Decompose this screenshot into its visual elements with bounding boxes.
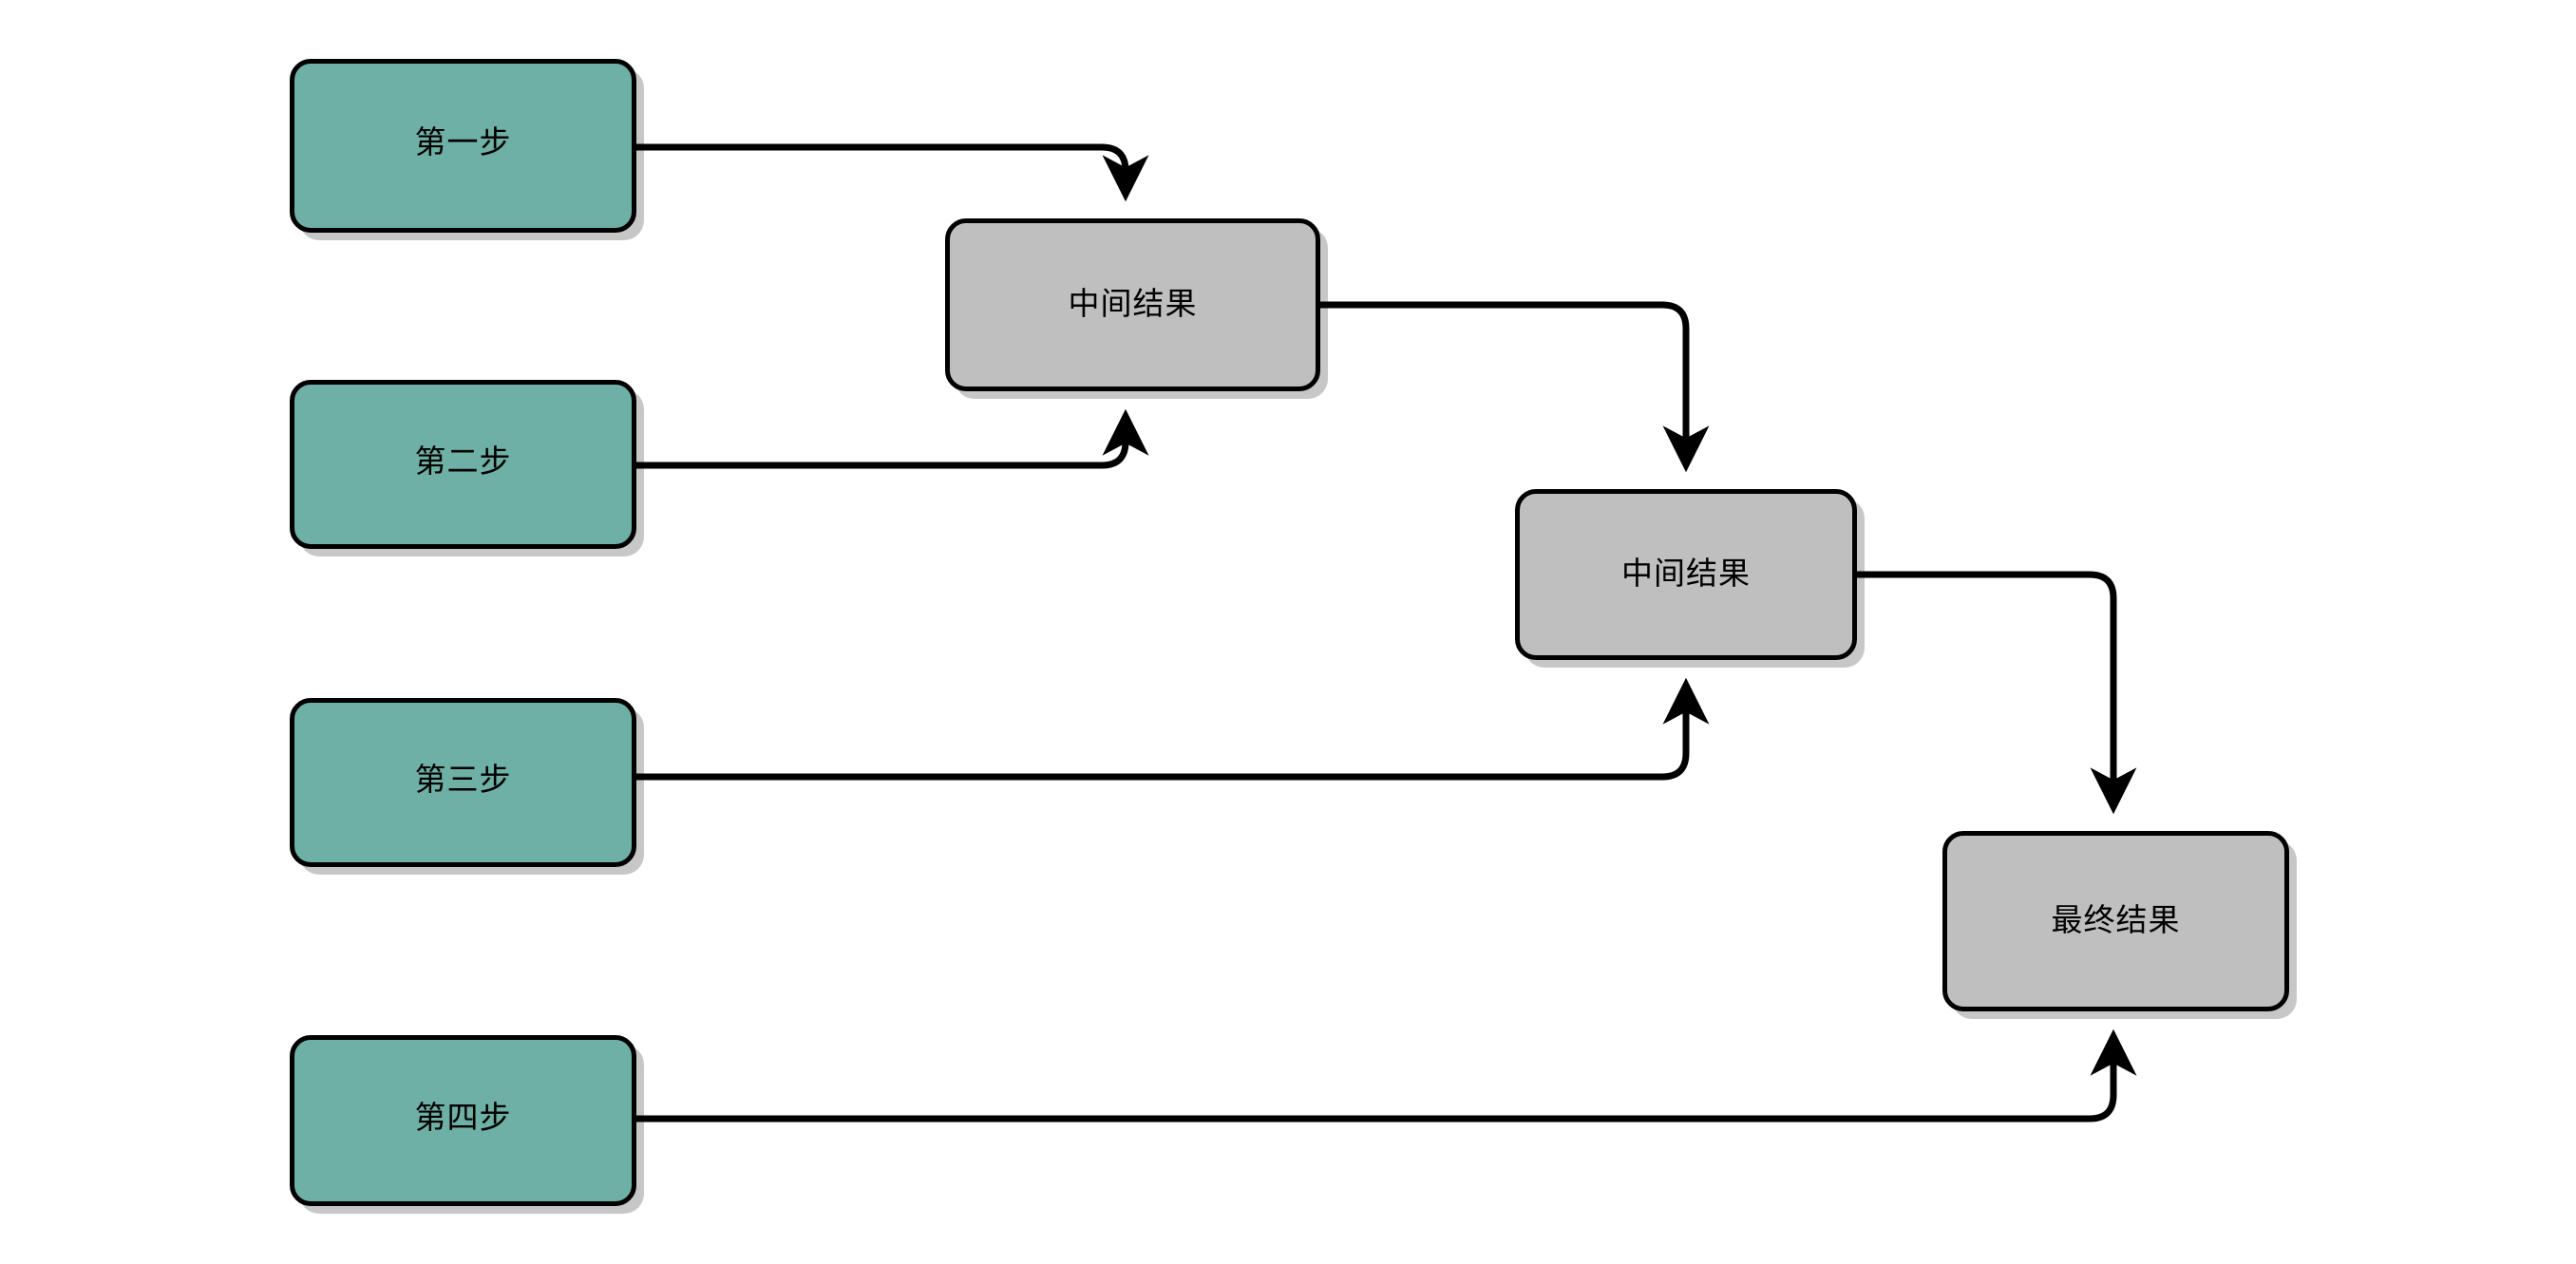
node-step1[interactable]: 第一步 (290, 59, 636, 233)
node-final[interactable]: 最终结果 (1942, 831, 2289, 1011)
node-label-step2: 第二步 (414, 442, 512, 480)
edge-step4-to-final (636, 1028, 2137, 1123)
node-step2[interactable]: 第二步 (290, 380, 636, 549)
node-label-step3: 第三步 (414, 760, 512, 798)
node-step3[interactable]: 第三步 (290, 698, 636, 867)
node-label-final: 最终结果 (2051, 900, 2181, 938)
edge-step2-to-mid1 (636, 408, 1149, 469)
node-label-step1: 第一步 (414, 123, 512, 160)
node-mid2[interactable]: 中间结果 (1515, 489, 1857, 660)
node-label-mid1: 中间结果 (1068, 284, 1198, 322)
edge-mid2-to-final (1857, 571, 2137, 815)
node-label-mid2: 中间结果 (1621, 554, 1751, 592)
node-mid1[interactable]: 中间结果 (945, 218, 1320, 391)
edge-step3-to-mid2 (636, 677, 1710, 781)
edge-step1-to-mid1 (636, 143, 1149, 202)
node-step4[interactable]: 第四步 (290, 1035, 636, 1206)
edge-mid1-to-mid2 (1320, 301, 1710, 473)
node-label-step4: 第四步 (414, 1098, 512, 1136)
